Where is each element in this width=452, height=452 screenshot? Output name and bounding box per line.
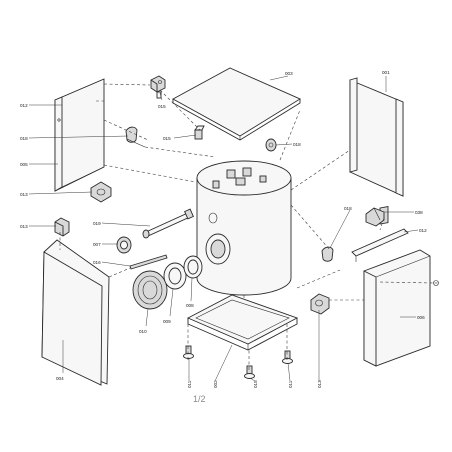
label-005: 005 <box>20 162 28 167</box>
page-number: 1/2 <box>193 394 206 404</box>
front-left-door-panel <box>41 239 110 386</box>
label-019: 019 <box>93 221 101 226</box>
adjustable-foot-front <box>244 365 255 379</box>
heating-element-rod <box>142 208 194 239</box>
label-012-right: 012 <box>419 228 427 233</box>
label-007: 007 <box>93 242 101 247</box>
label-002: 002 <box>213 380 218 388</box>
base-tray <box>186 294 299 351</box>
ring-008 <box>183 255 203 279</box>
bracket-013-left <box>90 181 112 203</box>
label-006: 006 <box>417 315 425 320</box>
clip-018-left <box>125 126 146 148</box>
label-018-left: 018 <box>20 136 28 141</box>
label-004: 004 <box>56 376 64 381</box>
adjustable-foot-left <box>183 345 194 359</box>
label-009: 009 <box>163 319 171 324</box>
water-tank-cylinder <box>196 160 292 296</box>
label-008: 008 <box>186 303 194 308</box>
label-015-top: 015 <box>163 136 171 141</box>
clip-018-right <box>321 246 334 262</box>
label-013-right: 013 <box>317 380 322 388</box>
right-rear-side-panel <box>349 77 404 197</box>
bracket-013-front <box>54 217 70 237</box>
label-038: 038 <box>415 210 423 215</box>
label-013-left: 013 <box>20 192 28 197</box>
anode-rod-016 <box>129 254 168 270</box>
bracket-013-right <box>310 293 330 315</box>
label-011-right: 011 <box>288 380 293 388</box>
clip-016-top <box>194 125 205 140</box>
top-cover-panel <box>172 67 301 141</box>
bracket-015-left <box>150 75 166 99</box>
rail-012-right <box>351 228 409 262</box>
thermostat-knob-007 <box>116 236 132 254</box>
label-018-center: 018 <box>293 142 301 147</box>
gasket-009 <box>163 262 187 290</box>
flange-cover-010 <box>132 270 168 310</box>
clip-018-center <box>265 138 277 152</box>
label-016: 016 <box>93 260 101 265</box>
assembly-dash-lines <box>59 83 435 370</box>
callout-labels: 012 018 005 013 013 019 007 016 015 015 … <box>20 70 427 388</box>
label-010: 010 <box>139 329 147 334</box>
label-015-left: 015 <box>158 104 166 109</box>
label-011-left: 011 <box>187 380 192 388</box>
label-013-front: 013 <box>20 224 28 229</box>
label-012-left: 012 <box>20 103 28 108</box>
label-003: 003 <box>285 71 293 76</box>
front-right-door-panel <box>363 206 431 367</box>
label-018-right: 018 <box>344 206 352 211</box>
bracket-038 <box>365 207 385 227</box>
left-rear-side-panel <box>54 78 105 192</box>
adjustable-foot-right <box>282 350 293 364</box>
label-015-bottom: 015 <box>253 380 258 388</box>
callout-leader-lines <box>28 75 419 382</box>
screw-marker-right <box>433 280 439 286</box>
label-001: 001 <box>382 70 390 75</box>
